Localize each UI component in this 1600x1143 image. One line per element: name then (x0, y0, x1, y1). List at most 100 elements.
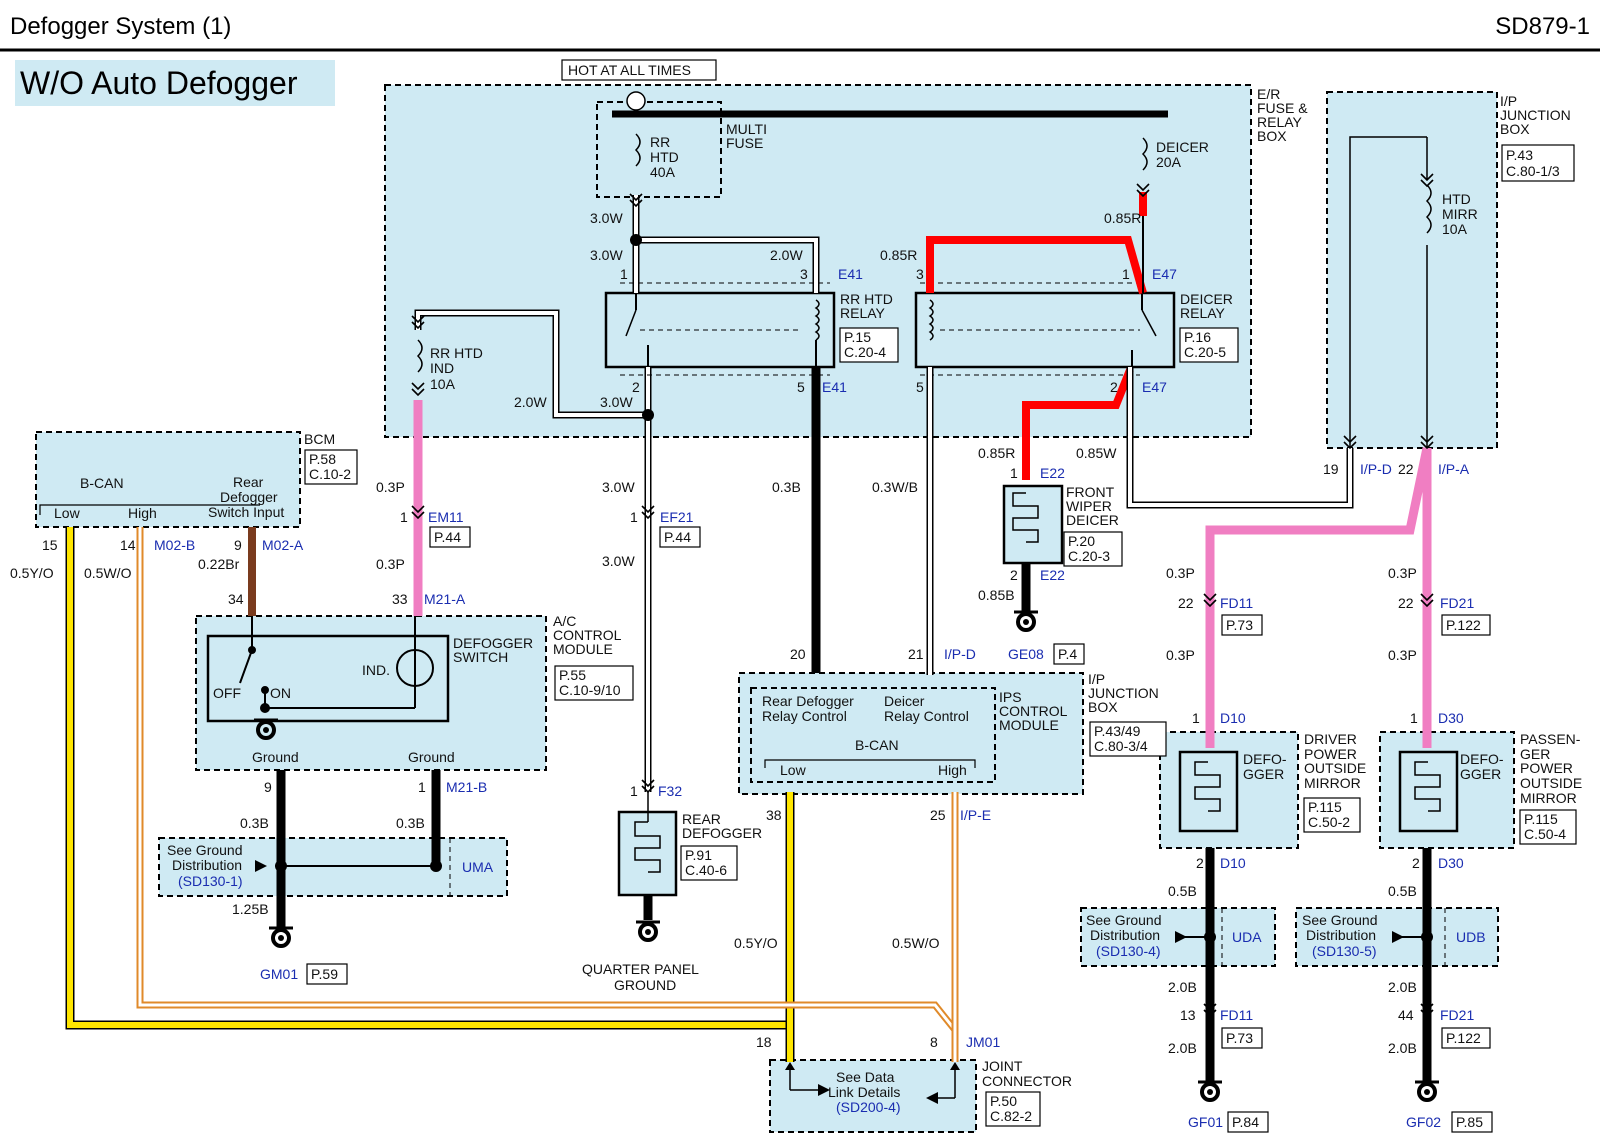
label-driver_mirror-d1: DEFO- (1243, 751, 1287, 767)
label-pins-p25: 25 (930, 807, 946, 823)
label-ground_dist-see: See Ground (1302, 912, 1378, 928)
label-wiper-r2: C.20-3 (1068, 548, 1110, 564)
label-connectors-m02b: M02-B (154, 537, 195, 553)
ref-boxes (304, 59, 1577, 1133)
label-pins-p1: 1 (418, 779, 426, 795)
label-pins-p1: 1 (630, 783, 638, 799)
header: Defogger System (1) SD879-1 (0, 13, 1600, 52)
label-bcm-high: High (128, 505, 157, 521)
label-rr_relay-r2: C.20-4 (844, 344, 886, 360)
fuse-symbols (416, 133, 1432, 373)
label-ground_dist-dist: Distribution (172, 857, 242, 873)
label-fuse_mirr-l2: MIRR (1442, 206, 1478, 222)
labels: HOT AT ALL TIMES E/R FUSE & RELAY BOX I/… (10, 62, 1582, 1130)
label-wires-w085: 0.85W (1076, 445, 1117, 461)
label-grounds-gf02: GF02 (1406, 1114, 1441, 1130)
label-grounds-ge08: GE08 (1008, 646, 1044, 662)
label-joint-d2: Link Details (828, 1084, 900, 1100)
label-ips-j1: I/P (1088, 671, 1105, 687)
pass-defogger-element (1398, 750, 1459, 833)
label-refs-p59: P.59 (311, 966, 338, 982)
label-ip_box_top-l3: BOX (1500, 121, 1530, 137)
label-pins-p38: 38 (766, 807, 782, 823)
label-wires-b20: 2.0B (1168, 1040, 1197, 1056)
label-pins-p3: 3 (800, 266, 808, 282)
rr-htd-relay[interactable] (604, 291, 836, 369)
label-refs-p85: P.85 (1456, 1114, 1483, 1130)
label-ground_dist-dist: Distribution (1090, 927, 1160, 943)
label-bcm-s1: Rear (233, 474, 264, 490)
label-ips-dc2: Relay Control (884, 708, 969, 724)
label-pins-p44: 44 (1398, 1007, 1414, 1023)
label-wires-b20: 2.0B (1388, 1040, 1417, 1056)
label-fuse_rr-l2: HTD (650, 149, 679, 165)
label-ip_box_top-r1: P.43 (1506, 147, 1533, 163)
label-grounds-gm01: GM01 (260, 966, 298, 982)
label-joint-l2: CONNECTOR (982, 1073, 1072, 1089)
label-wires-yo05: 0.5Y/O (10, 565, 54, 581)
label-connectors-e22: E22 (1040, 465, 1065, 481)
label-bcm-s3: Switch Input (208, 504, 284, 520)
label-pins-p21: 21 (908, 646, 924, 662)
label-deicer_relay-r1: P.16 (1184, 329, 1211, 345)
label-connectors-d30: D30 (1438, 710, 1464, 726)
ac-control-module-box (195, 615, 547, 771)
label-pins-p13: 13 (1180, 1007, 1196, 1023)
label-ground_dist-sd5: (SD130-5) (1312, 943, 1377, 959)
label-rear_defogger-l1: REAR (682, 811, 721, 827)
defogger-switch-internal (239, 616, 434, 713)
label-ac-ground: Ground (408, 749, 455, 765)
label-ac-r1: P.55 (559, 667, 586, 683)
label-pins-p15: 15 (42, 537, 58, 553)
label-wires-p03: 0.3P (376, 479, 405, 495)
label-deicer_relay-r2: C.20-5 (1184, 344, 1226, 360)
label-ips-r1: P.43/49 (1094, 723, 1141, 739)
label-pins-p2: 2 (1196, 855, 1204, 871)
label-pins-p1: 1 (1192, 710, 1200, 726)
label-wires-yo05: 0.5Y/O (734, 935, 778, 951)
hot-at-all-times-label: HOT AT ALL TIMES (568, 62, 691, 78)
label-pins-p18: 18 (756, 1034, 772, 1050)
label-pins-p33: 33 (392, 591, 408, 607)
label-wires-p03: 0.3P (1166, 565, 1195, 581)
label-pins-p22: 22 (1398, 595, 1414, 611)
label-ips-r2: C.80-3/4 (1094, 738, 1148, 754)
label-refs-p122: P.122 (1446, 617, 1481, 633)
label-pass_mirror-l3: POWER (1520, 760, 1573, 776)
label-pins-p2: 2 (632, 379, 640, 395)
label-driver_mirror-l4: MIRROR (1304, 775, 1361, 791)
label-refs-p122: P.122 (1446, 1030, 1481, 1046)
label-fuse_rr-l1: RR (650, 134, 670, 150)
label-joint-r1: P.50 (990, 1093, 1017, 1109)
label-wires-r085: 0.85R (1104, 210, 1141, 226)
label-ground_dist-udb: UDB (1456, 929, 1486, 945)
label-fuse_mirr-l3: 10A (1442, 221, 1468, 237)
label-wires-b20: 2.0B (1388, 979, 1417, 995)
label-fuse_deicer-l1: DEICER (1156, 139, 1209, 155)
label-refs-p4: P.4 (1058, 646, 1077, 662)
wire-3-0w (414, 195, 820, 792)
label-wires-w20: 2.0W (770, 247, 803, 263)
label-pass_mirror-l4: OUTSIDE (1520, 775, 1582, 791)
label-wires-wo05: 0.5W/O (892, 935, 940, 951)
label-ips-high: High (938, 762, 967, 778)
label-multi_fuse-l1: MULTI (726, 121, 767, 137)
label-ips-rd1: Rear Defogger (762, 693, 854, 709)
label-rear_defogger-g2: GROUND (614, 977, 676, 993)
label-rr_relay-l2: RELAY (840, 305, 886, 321)
label-ips-m1: IPS (999, 689, 1022, 705)
label-wires-w30: 3.0W (602, 553, 635, 569)
label-rear_defogger-r1: P.91 (685, 847, 712, 863)
deicer-relay[interactable] (914, 291, 1176, 369)
label-pins-p2: 2 (1412, 855, 1420, 871)
label-ips-m2: CONTROL (999, 703, 1068, 719)
label-joint-r2: C.82-2 (990, 1108, 1032, 1124)
label-ground_dist-uma: UMA (462, 859, 494, 875)
ip-junction-box-top (1326, 91, 1498, 449)
driver-defogger-element (1178, 750, 1239, 833)
label-driver_mirror-l1: DRIVER (1304, 731, 1357, 747)
label-er_box-l2: FUSE & (1257, 100, 1308, 116)
label-connectors-d30: D30 (1438, 855, 1464, 871)
label-ac-ground: Ground (252, 749, 299, 765)
